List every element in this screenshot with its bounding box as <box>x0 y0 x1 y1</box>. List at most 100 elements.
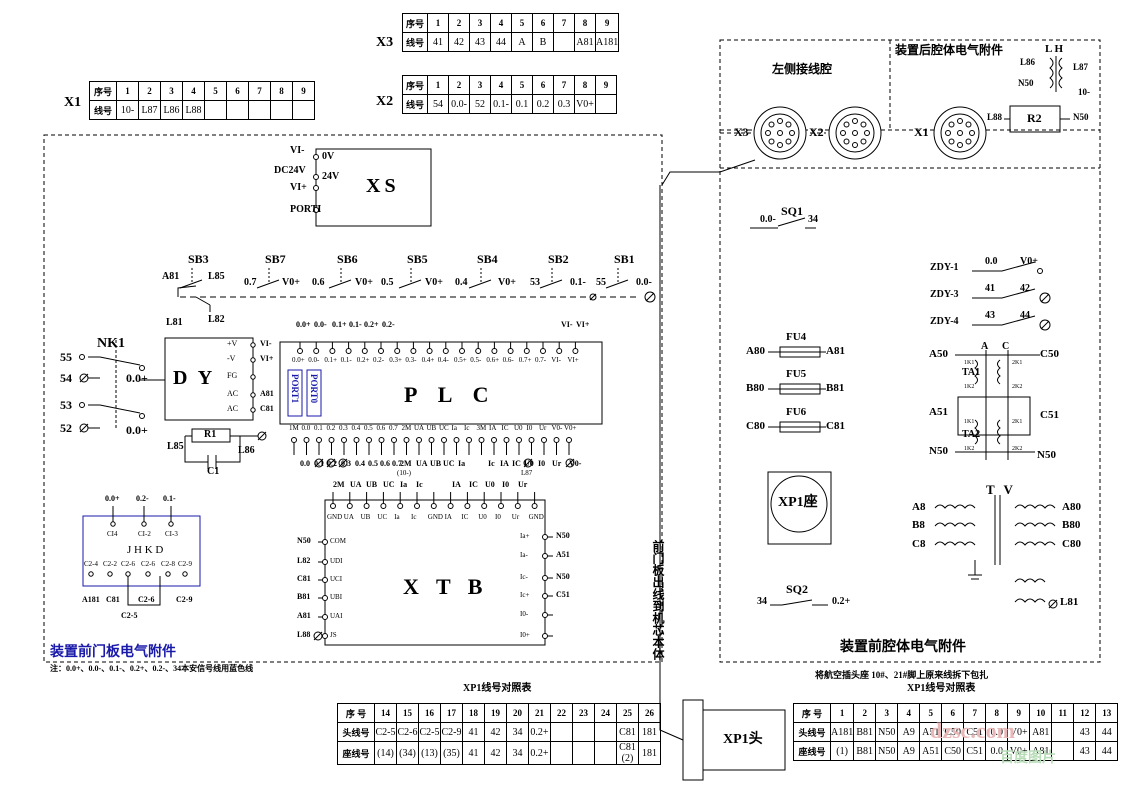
switch-label-sb1: SB1 <box>614 252 635 266</box>
switch-wire-label: V0+ <box>355 277 373 288</box>
xp1-right-note: 将航空插头座 10#、21#脚上原来线拆下包扎 <box>815 670 989 680</box>
terminal <box>1037 268 1043 274</box>
table-cell: A181 <box>594 32 620 52</box>
plc-bot-pin: Ur <box>539 424 547 432</box>
jhkd-box <box>82 515 201 587</box>
jhkd-bot-label: C2-9 <box>176 595 193 604</box>
table-cell: A81 <box>574 32 596 52</box>
r1-left-label: L85 <box>167 441 184 452</box>
table-cell: 9 <box>292 81 315 101</box>
connector-pin <box>768 121 775 128</box>
plc-top-terminal <box>426 348 433 354</box>
table-cell: L88 <box>182 100 205 120</box>
jhkd-top-pin: CI-3 <box>165 530 178 538</box>
plc-bot-terminal <box>453 437 460 443</box>
table-cell: 13 <box>1095 703 1119 723</box>
xtb-right-pin: Ic+ <box>520 591 530 599</box>
plc-top-pin: 0.6+ <box>486 356 500 364</box>
plc-top-label: VI- <box>561 320 573 329</box>
table-cell: 14 <box>374 703 397 723</box>
terminal-slash <box>326 458 336 468</box>
plc-bot-terminal <box>566 437 572 443</box>
terminal <box>139 413 145 419</box>
plc-bot-label: V0- <box>569 459 582 468</box>
table-cell: 181 <box>638 741 661 765</box>
plc-bot-terminal <box>341 437 347 443</box>
zdy-b: 44 <box>1020 310 1030 321</box>
plc-bot-pin: 0.1 <box>314 424 323 432</box>
xtb-top-label: 2M <box>333 480 345 489</box>
table-cell: 座线号 <box>793 741 831 761</box>
plc-top-terminal <box>507 348 514 354</box>
xtb-right-terminal <box>542 553 548 559</box>
xtb-top-pin: GND <box>427 513 443 521</box>
plc-top-terminal <box>572 348 579 354</box>
tv-coil <box>1014 578 1046 583</box>
plc-top-pin: 0.3- <box>405 356 417 364</box>
table-cell: 头线号 <box>337 722 375 742</box>
vertical-note: 前门板出线到机芯本体 <box>651 540 665 660</box>
terminal-slash <box>314 458 324 468</box>
rear-cavity-title: 装置后腔体电气附件 <box>895 43 1004 57</box>
xp1-seat-label: XP1座 <box>778 495 818 510</box>
xtb-left-pin: UDI <box>330 557 343 565</box>
jhkd-terminal <box>168 521 174 527</box>
switch-wire-label: V0+ <box>282 277 300 288</box>
connector-label: X3 <box>734 125 749 139</box>
plc-title: P L C <box>404 382 497 407</box>
jhkd-link <box>127 576 161 606</box>
table-cell: 7 <box>248 81 271 101</box>
front-cavity-title: 装置前腔体电气附件 <box>840 640 966 655</box>
plc-bot-pin: V0+ <box>564 424 577 432</box>
plc-top-terminal <box>297 348 303 354</box>
harness-wire <box>659 662 684 741</box>
xp1-right-title: XP1线号对照表 <box>907 683 976 694</box>
table-cell: 8 <box>574 75 596 95</box>
ta2-label: TA2 <box>962 429 981 440</box>
table-cell <box>594 722 617 742</box>
nk1-terminal-label: 54 <box>60 371 72 385</box>
table-cell: 43 <box>469 32 491 52</box>
jhkd-top-pin: CI4 <box>107 530 118 538</box>
plc-bot-terminal <box>391 437 397 443</box>
table-cell: 线号 <box>89 100 117 120</box>
connector-pin <box>860 121 867 128</box>
xp1-seat-circle <box>770 475 828 533</box>
jhkd-bot-label: C2-6 <box>138 595 155 604</box>
jhkd-bot-pin: C2-6 <box>121 560 135 568</box>
tv-right: B80 <box>1062 519 1081 531</box>
plc-bot-label: UC <box>443 459 455 468</box>
switch-wire-label: 0.0- <box>636 277 652 288</box>
dy-pin-label: FG <box>227 371 238 380</box>
xtb-top-label: U0 <box>485 480 495 489</box>
table-cell: (14) <box>374 741 397 765</box>
switch-wire-label: 0.5 <box>381 277 394 288</box>
xtb-top-terminal <box>380 503 387 509</box>
plc-top-label: 0.2+ <box>364 320 379 329</box>
table-cell: 8 <box>270 81 293 101</box>
table-cell: 序 号 <box>337 703 375 723</box>
xtb-right-terminal <box>542 593 548 599</box>
lh-pin: N50 <box>1018 78 1034 88</box>
table-cell <box>248 100 271 120</box>
watermark-2: 百度图片 <box>1000 751 1056 766</box>
plc-top-pin: VI+ <box>567 356 579 364</box>
table-cell: 0.3 <box>553 94 575 114</box>
xtb-right-label: N50 <box>556 572 570 581</box>
xtb-left-label: A81 <box>297 611 311 620</box>
switch-contact <box>398 279 422 289</box>
table-cell: 线号 <box>402 94 428 114</box>
connector-pin <box>864 130 870 136</box>
nk1-terminal <box>79 354 85 360</box>
port0-box <box>306 369 322 417</box>
table-cell: 15 <box>396 703 419 723</box>
table-cell: C81 <box>616 722 639 742</box>
table-cell: 2 <box>853 703 877 723</box>
xs-pin-label: VI+ <box>290 182 307 193</box>
terminal-slash <box>313 631 323 641</box>
plc-top-pin: 0.3+ <box>389 356 402 364</box>
xs-pin-value: 0V <box>322 151 335 162</box>
